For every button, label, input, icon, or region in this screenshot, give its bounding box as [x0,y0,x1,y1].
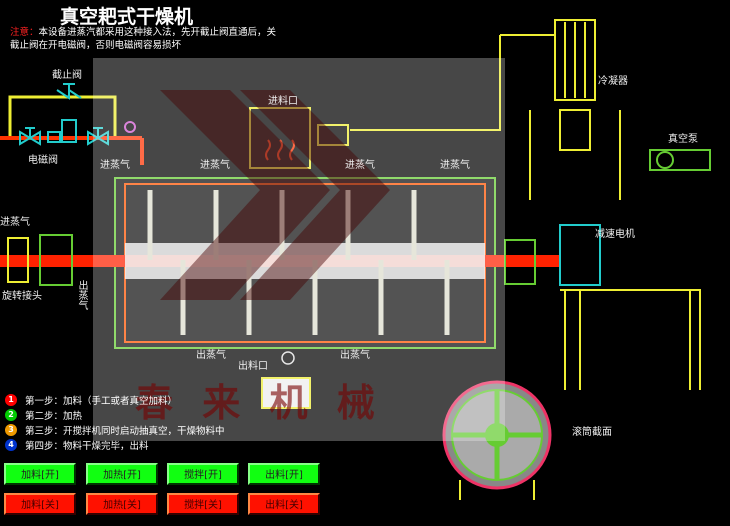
feed-off-button[interactable]: 加料[关] [4,493,76,515]
label-stop-valve: 截止阀 [52,70,82,81]
label-steam-in-left: 进蒸气 [0,217,30,228]
stir-on-button[interactable]: 搅拌[开] [167,463,239,485]
step-1-badge: 1 [5,394,17,406]
label-gear-motor: 减速电机 [595,229,635,240]
label-steam-in-3: 进蒸气 [345,160,375,171]
overlay-panel [93,58,505,441]
heat-on-button[interactable]: 加热[开] [86,463,158,485]
pressure-gauge-icon [124,121,136,133]
valve-icons [19,83,109,146]
condenser [350,19,621,200]
step-3: 3 第三步：开搅拌机同时启动抽真空，干燥物料中 [5,423,225,437]
vacuum-pump [559,149,711,390]
note-body: 本设备进蒸汽都采用这种接入法，先开截止阀直通后，关截止阀在开电磁阀，否则电磁阀容… [10,27,277,51]
note-prefix: 注意： [10,27,39,38]
brand-watermark: 春 来 机 械 [135,381,383,425]
page-title: 真空耙式干燥机 [60,6,194,28]
label-steam-out-2: 出蒸气 [340,350,370,361]
step-4-badge: 4 [5,439,17,451]
label-steam-out-left: 出蒸气 [76,280,87,310]
label-drum-section: 滚筒截面 [572,427,612,438]
discharge-off-button[interactable]: 出料[关] [248,493,320,515]
label-steam-out-1: 出蒸气 [196,350,226,361]
step-2: 2 第二步：加热 [5,408,82,422]
label-rotary-joint: 旋转接头 [2,291,42,302]
heat-icon [265,139,295,161]
label-condenser: 冷凝器 [598,76,628,87]
step-4: 4 第四步：物料干燥完毕，出料 [5,438,149,452]
step-3-text: 第三步：开搅拌机同时启动抽真空，干燥物料中 [25,426,225,437]
label-vacuum-pump: 真空泵 [668,134,698,145]
heat-off-button[interactable]: 加热[关] [86,493,158,515]
step-2-badge: 2 [5,409,17,421]
valve-bypass-pipe [8,95,117,137]
logo-watermark [160,90,390,300]
step-4-text: 第四步：物料干燥完毕，出料 [25,441,149,452]
step-3-badge: 3 [5,424,17,436]
step-2-text: 第二步：加热 [25,411,83,422]
discharge-valve-icon [281,351,295,365]
discharge-on-button[interactable]: 出料[开] [248,463,320,485]
note-text: 注意：本设备进蒸汽都采用这种接入法，先开截止阀直通后，关截止阀在开电磁阀，否则电… [10,26,280,52]
label-steam-in-4: 进蒸气 [440,160,470,171]
stir-off-button[interactable]: 搅拌[关] [167,493,239,515]
label-steam-in-1: 进蒸气 [100,160,130,171]
label-feed-inlet: 进料口 [268,96,298,107]
feed-on-button[interactable]: 加料[开] [4,463,76,485]
label-steam-in-2: 进蒸气 [200,160,230,171]
label-solenoid-valve: 电磁阀 [28,155,58,166]
step-1: 1 第一步：加料（手工或者真空加料） [5,393,177,407]
discharge-port [261,377,311,409]
label-discharge: 出料口 [238,361,268,372]
step-1-text: 第一步：加料（手工或者真空加料） [25,396,178,407]
drum-section [442,380,552,500]
